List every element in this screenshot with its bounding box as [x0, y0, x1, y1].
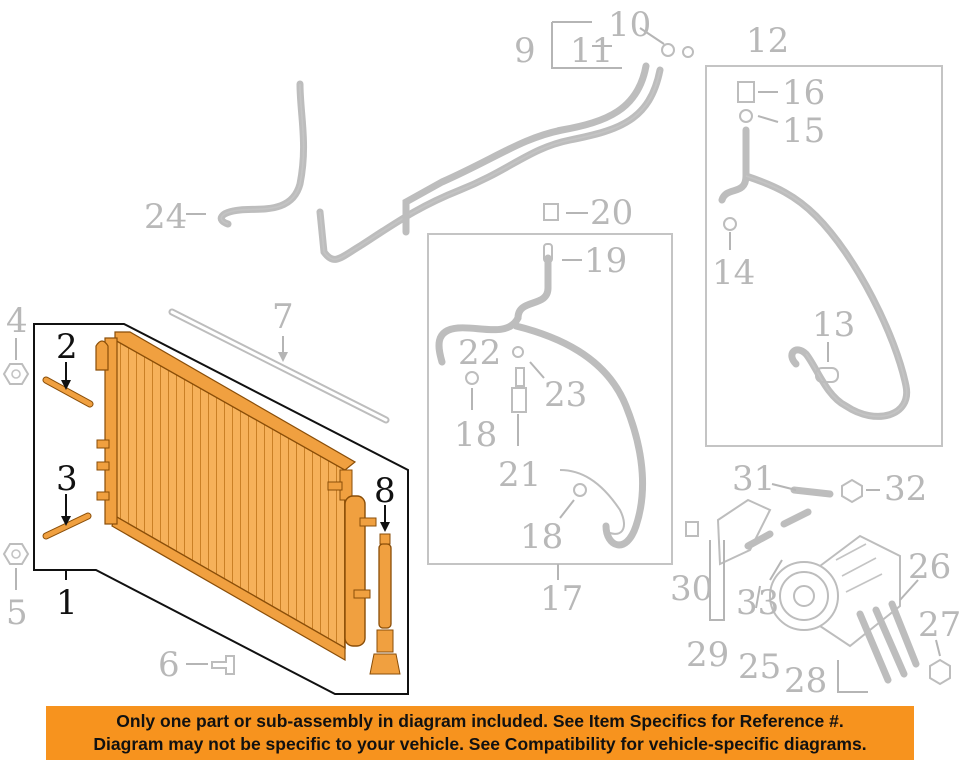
callout-8: 8 — [374, 471, 396, 511]
callout-1: 1 — [56, 583, 78, 623]
callout-23: 23 — [544, 375, 587, 415]
bolt-part-6 — [211, 655, 235, 675]
callout-18b: 18 — [520, 517, 563, 557]
callout-5: 5 — [6, 593, 28, 633]
condenser-group-outline — [33, 323, 409, 695]
callout-19: 19 — [584, 241, 627, 281]
bracket-part-29 — [716, 498, 772, 566]
callout-12: 12 — [746, 21, 789, 61]
callout-16: 16 — [782, 73, 825, 113]
callout-18a: 18 — [454, 415, 497, 455]
callout-24: 24 — [144, 197, 187, 237]
callout-28: 28 — [784, 661, 827, 700]
nut-part-4 — [2, 363, 30, 385]
callout-29: 29 — [686, 635, 729, 675]
callout-3: 3 — [56, 459, 78, 499]
callout-10: 10 — [608, 5, 651, 45]
disclaimer-banner: Only one part or sub-assembly in diagram… — [46, 706, 914, 760]
nut-part-5 — [2, 543, 30, 565]
callout-15: 15 — [782, 111, 825, 151]
callout-32: 32 — [884, 469, 927, 509]
callout-30: 30 — [670, 569, 713, 609]
hose-part-24 — [217, 80, 308, 228]
callout-17: 17 — [540, 579, 583, 619]
kit-box-12 — [705, 65, 943, 447]
callout-25: 25 — [738, 647, 781, 687]
callout-21: 21 — [498, 455, 541, 495]
callout-22: 22 — [458, 333, 501, 373]
callout-20: 20 — [590, 193, 633, 233]
filter-part-8 — [369, 533, 401, 675]
callout-6: 6 — [158, 645, 180, 685]
condenser-assembly — [95, 331, 377, 662]
callout-9: 9 — [514, 31, 536, 71]
callout-13: 13 — [812, 305, 855, 345]
kit-box-17 — [427, 233, 673, 565]
callout-31: 31 — [732, 459, 775, 499]
callout-2: 2 — [56, 327, 78, 367]
callout-7: 7 — [272, 297, 294, 337]
callout-26: 26 — [908, 547, 951, 587]
callout-4: 4 — [6, 301, 28, 341]
callout-11: 11 — [570, 31, 613, 71]
callout-14: 14 — [712, 253, 755, 293]
parts-diagram: 1 2 3 4 5 6 7 8 9 10 11 12 13 14 15 16 1… — [2, 5, 960, 700]
callout-33: 33 — [736, 583, 779, 623]
callout-27: 27 — [918, 605, 960, 645]
disclaimer-line-1: Only one part or sub-assembly in diagram… — [116, 711, 844, 731]
disclaimer-line-2: Diagram may not be specific to your vehi… — [93, 734, 867, 754]
compressor-part-25 — [769, 534, 901, 648]
